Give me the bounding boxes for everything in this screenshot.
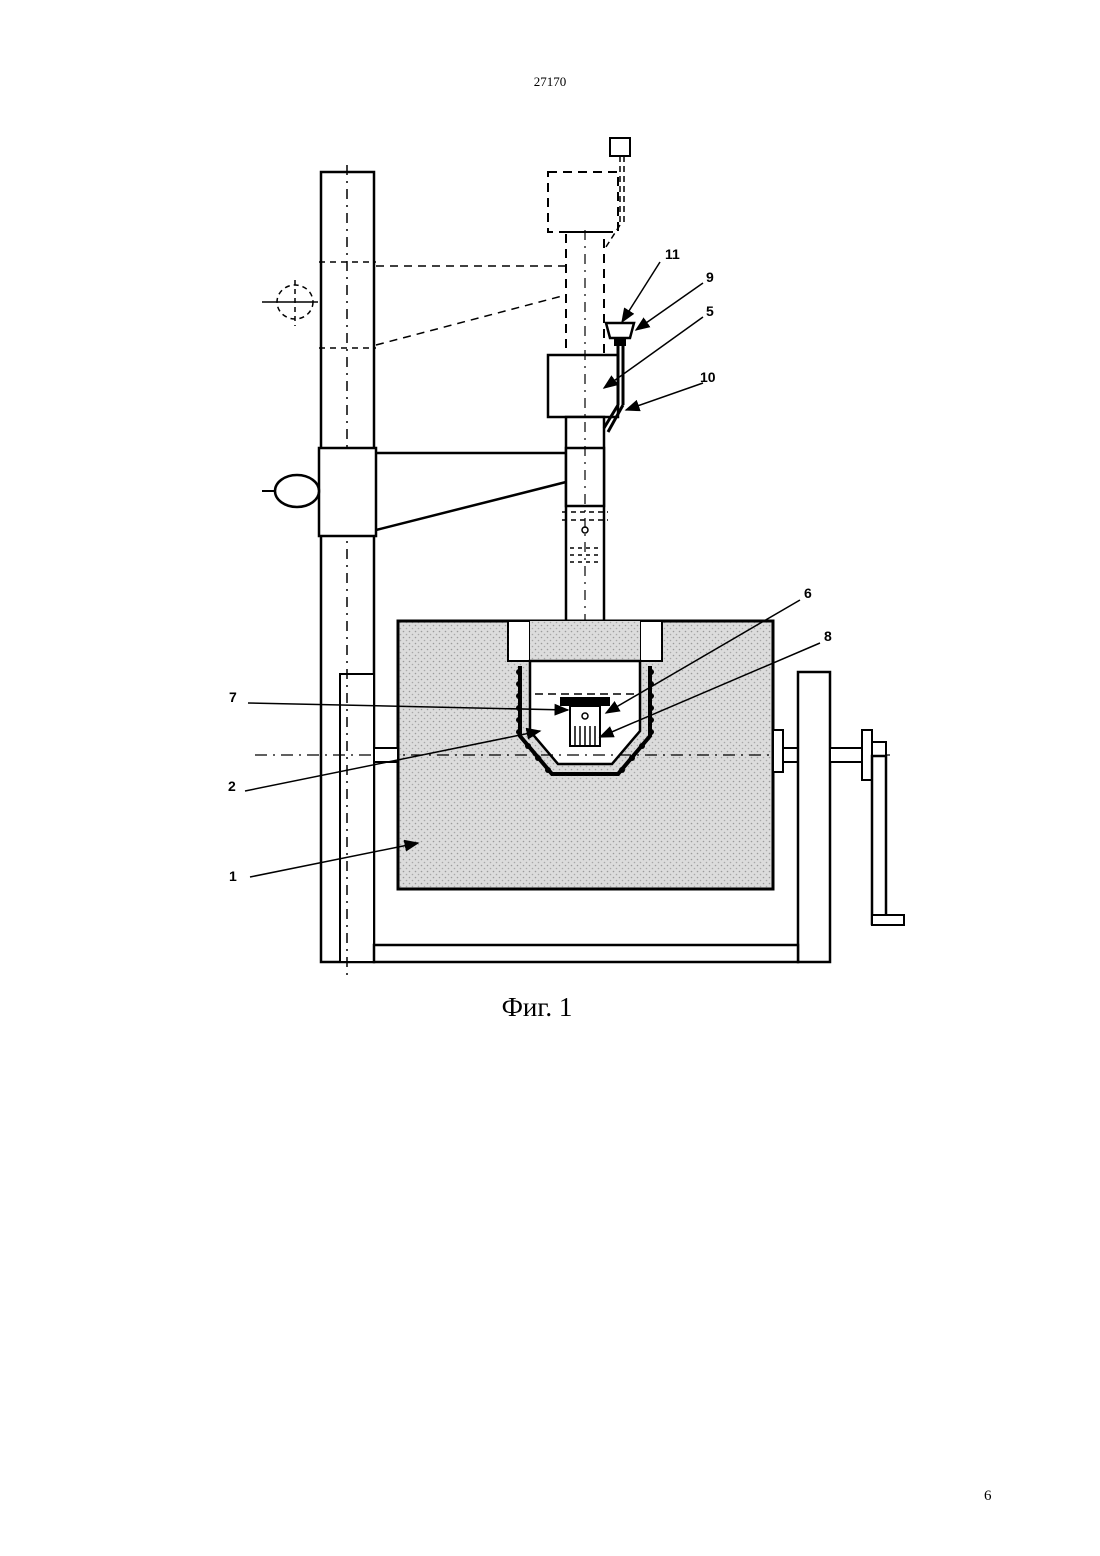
- callout-10: 10: [700, 369, 716, 385]
- support-arms: [376, 266, 566, 530]
- callout-1: 1: [229, 868, 237, 884]
- page-number: 6: [984, 1488, 992, 1505]
- callout-6: 6: [804, 585, 812, 601]
- callout-9: 9: [706, 269, 714, 285]
- callout-2: 2: [228, 778, 236, 794]
- figure-caption: Фиг. 1: [0, 992, 1074, 1023]
- callout-8: 8: [824, 628, 832, 644]
- callout-7: 7: [229, 689, 237, 705]
- callout-5: 5: [706, 303, 714, 319]
- right-support: [798, 672, 904, 962]
- base-frame: [374, 945, 798, 962]
- clamp-handwheel: [262, 475, 319, 507]
- callout-11: 11: [665, 246, 680, 262]
- clamp-handwheel-dashed: [262, 280, 318, 326]
